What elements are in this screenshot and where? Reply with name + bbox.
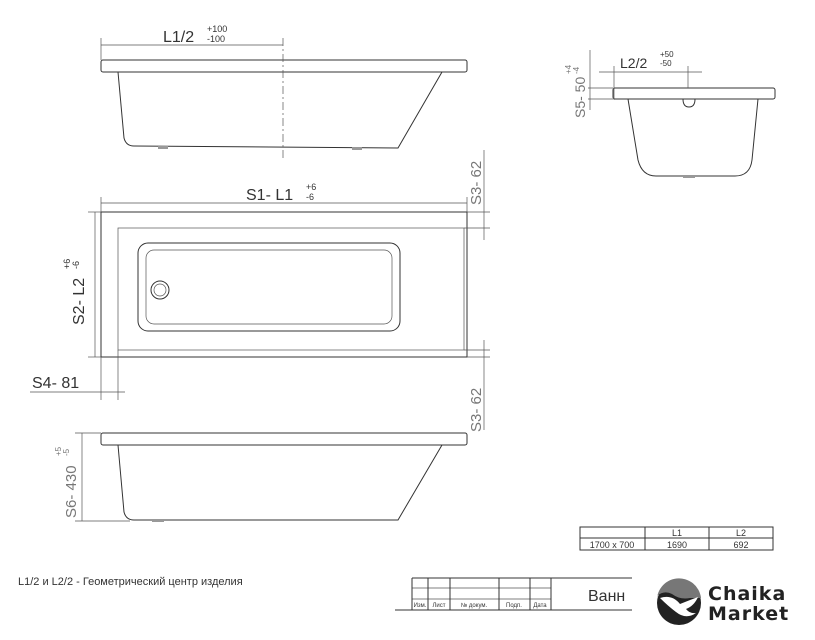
l1-half-label: L1/2 <box>163 29 194 46</box>
s2-label: S2- L2 <box>71 278 88 325</box>
table-cell-size: 1700 x 700 <box>590 540 635 550</box>
geometric-center-note: L1/2 и L2/2 - Геометрический центр издел… <box>18 576 243 588</box>
side-view-bottom <box>75 432 468 522</box>
title-col-izm: Изм. <box>414 603 427 609</box>
s2-tol-plus: +6 <box>62 259 72 269</box>
s5-tol-plus: +4 <box>564 64 573 74</box>
l2-half-label: L2/2 <box>620 55 647 71</box>
table-header-l1: L1 <box>672 528 682 538</box>
title-col-date: Дата <box>533 603 547 609</box>
s5-label: S5- 50 <box>572 77 588 118</box>
s6-label: S6- 430 <box>63 465 80 518</box>
logo-line2: Market <box>708 603 789 625</box>
s5-tol-minus: -4 <box>572 66 581 74</box>
title-block <box>395 577 632 611</box>
end-view <box>588 50 776 178</box>
s1-tol-minus: -6 <box>306 192 314 202</box>
s3-bottom-label: S3- 62 <box>468 388 485 432</box>
table-cell-l2: 692 <box>733 540 748 550</box>
l2-half-tol-plus: +50 <box>660 50 674 59</box>
table-header-l2: L2 <box>736 528 746 538</box>
l1-half-tol-plus: +100 <box>207 24 227 34</box>
title-col-doc: № докум. <box>461 602 488 609</box>
s3-top-label: S3- 62 <box>468 161 485 205</box>
chaika-market-logo <box>656 578 701 625</box>
table-cell-l1: 1690 <box>667 540 687 550</box>
s2-tol-minus: -6 <box>71 261 81 269</box>
title-col-sign: Подп. <box>506 603 522 609</box>
title-col-list: Лист <box>432 603 445 609</box>
plan-view <box>30 150 490 430</box>
s4-label: S4- 81 <box>32 375 79 392</box>
size-table <box>579 526 774 551</box>
l1-half-tol-minus: -100 <box>207 34 225 44</box>
s1-tol-plus: +6 <box>306 182 316 192</box>
l2-half-tol-minus: -50 <box>660 59 672 68</box>
s6-tol-minus: -5 <box>62 448 71 456</box>
logo-line1: Chaika <box>708 583 786 605</box>
s1-label: S1- L1 <box>246 187 293 204</box>
title-text: Ванн <box>588 588 625 605</box>
side-view-top <box>100 38 468 160</box>
s6-tol-plus: +5 <box>54 446 63 456</box>
